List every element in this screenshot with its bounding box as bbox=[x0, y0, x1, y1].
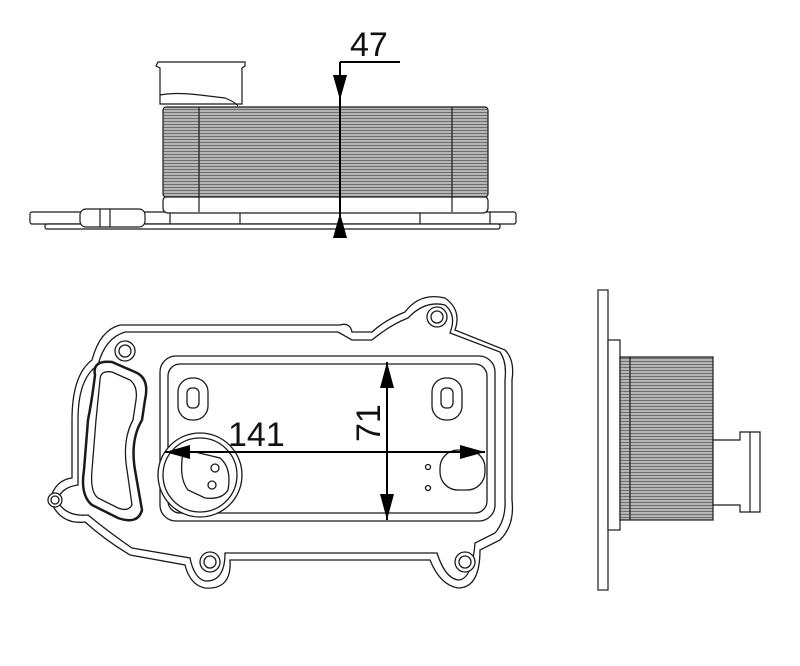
cooler-body-base bbox=[162, 195, 489, 214]
width-dimension-label: 71 bbox=[350, 404, 388, 442]
connector-side-view bbox=[712, 431, 761, 513]
cooler-fins-top-view bbox=[162, 106, 489, 198]
flange-side-view bbox=[597, 289, 609, 591]
cooler-fins-side-view bbox=[619, 356, 714, 521]
width-dimension bbox=[380, 362, 394, 520]
height-dimension-label: 47 bbox=[350, 26, 388, 64]
connector-top-view bbox=[155, 61, 246, 105]
side-view bbox=[597, 289, 761, 591]
top-view bbox=[29, 61, 517, 230]
length-dimension-label: 141 bbox=[228, 416, 285, 454]
front-view bbox=[47, 295, 514, 589]
length-dimension bbox=[165, 445, 485, 459]
height-dimension bbox=[333, 61, 400, 238]
boss bbox=[79, 208, 146, 228]
